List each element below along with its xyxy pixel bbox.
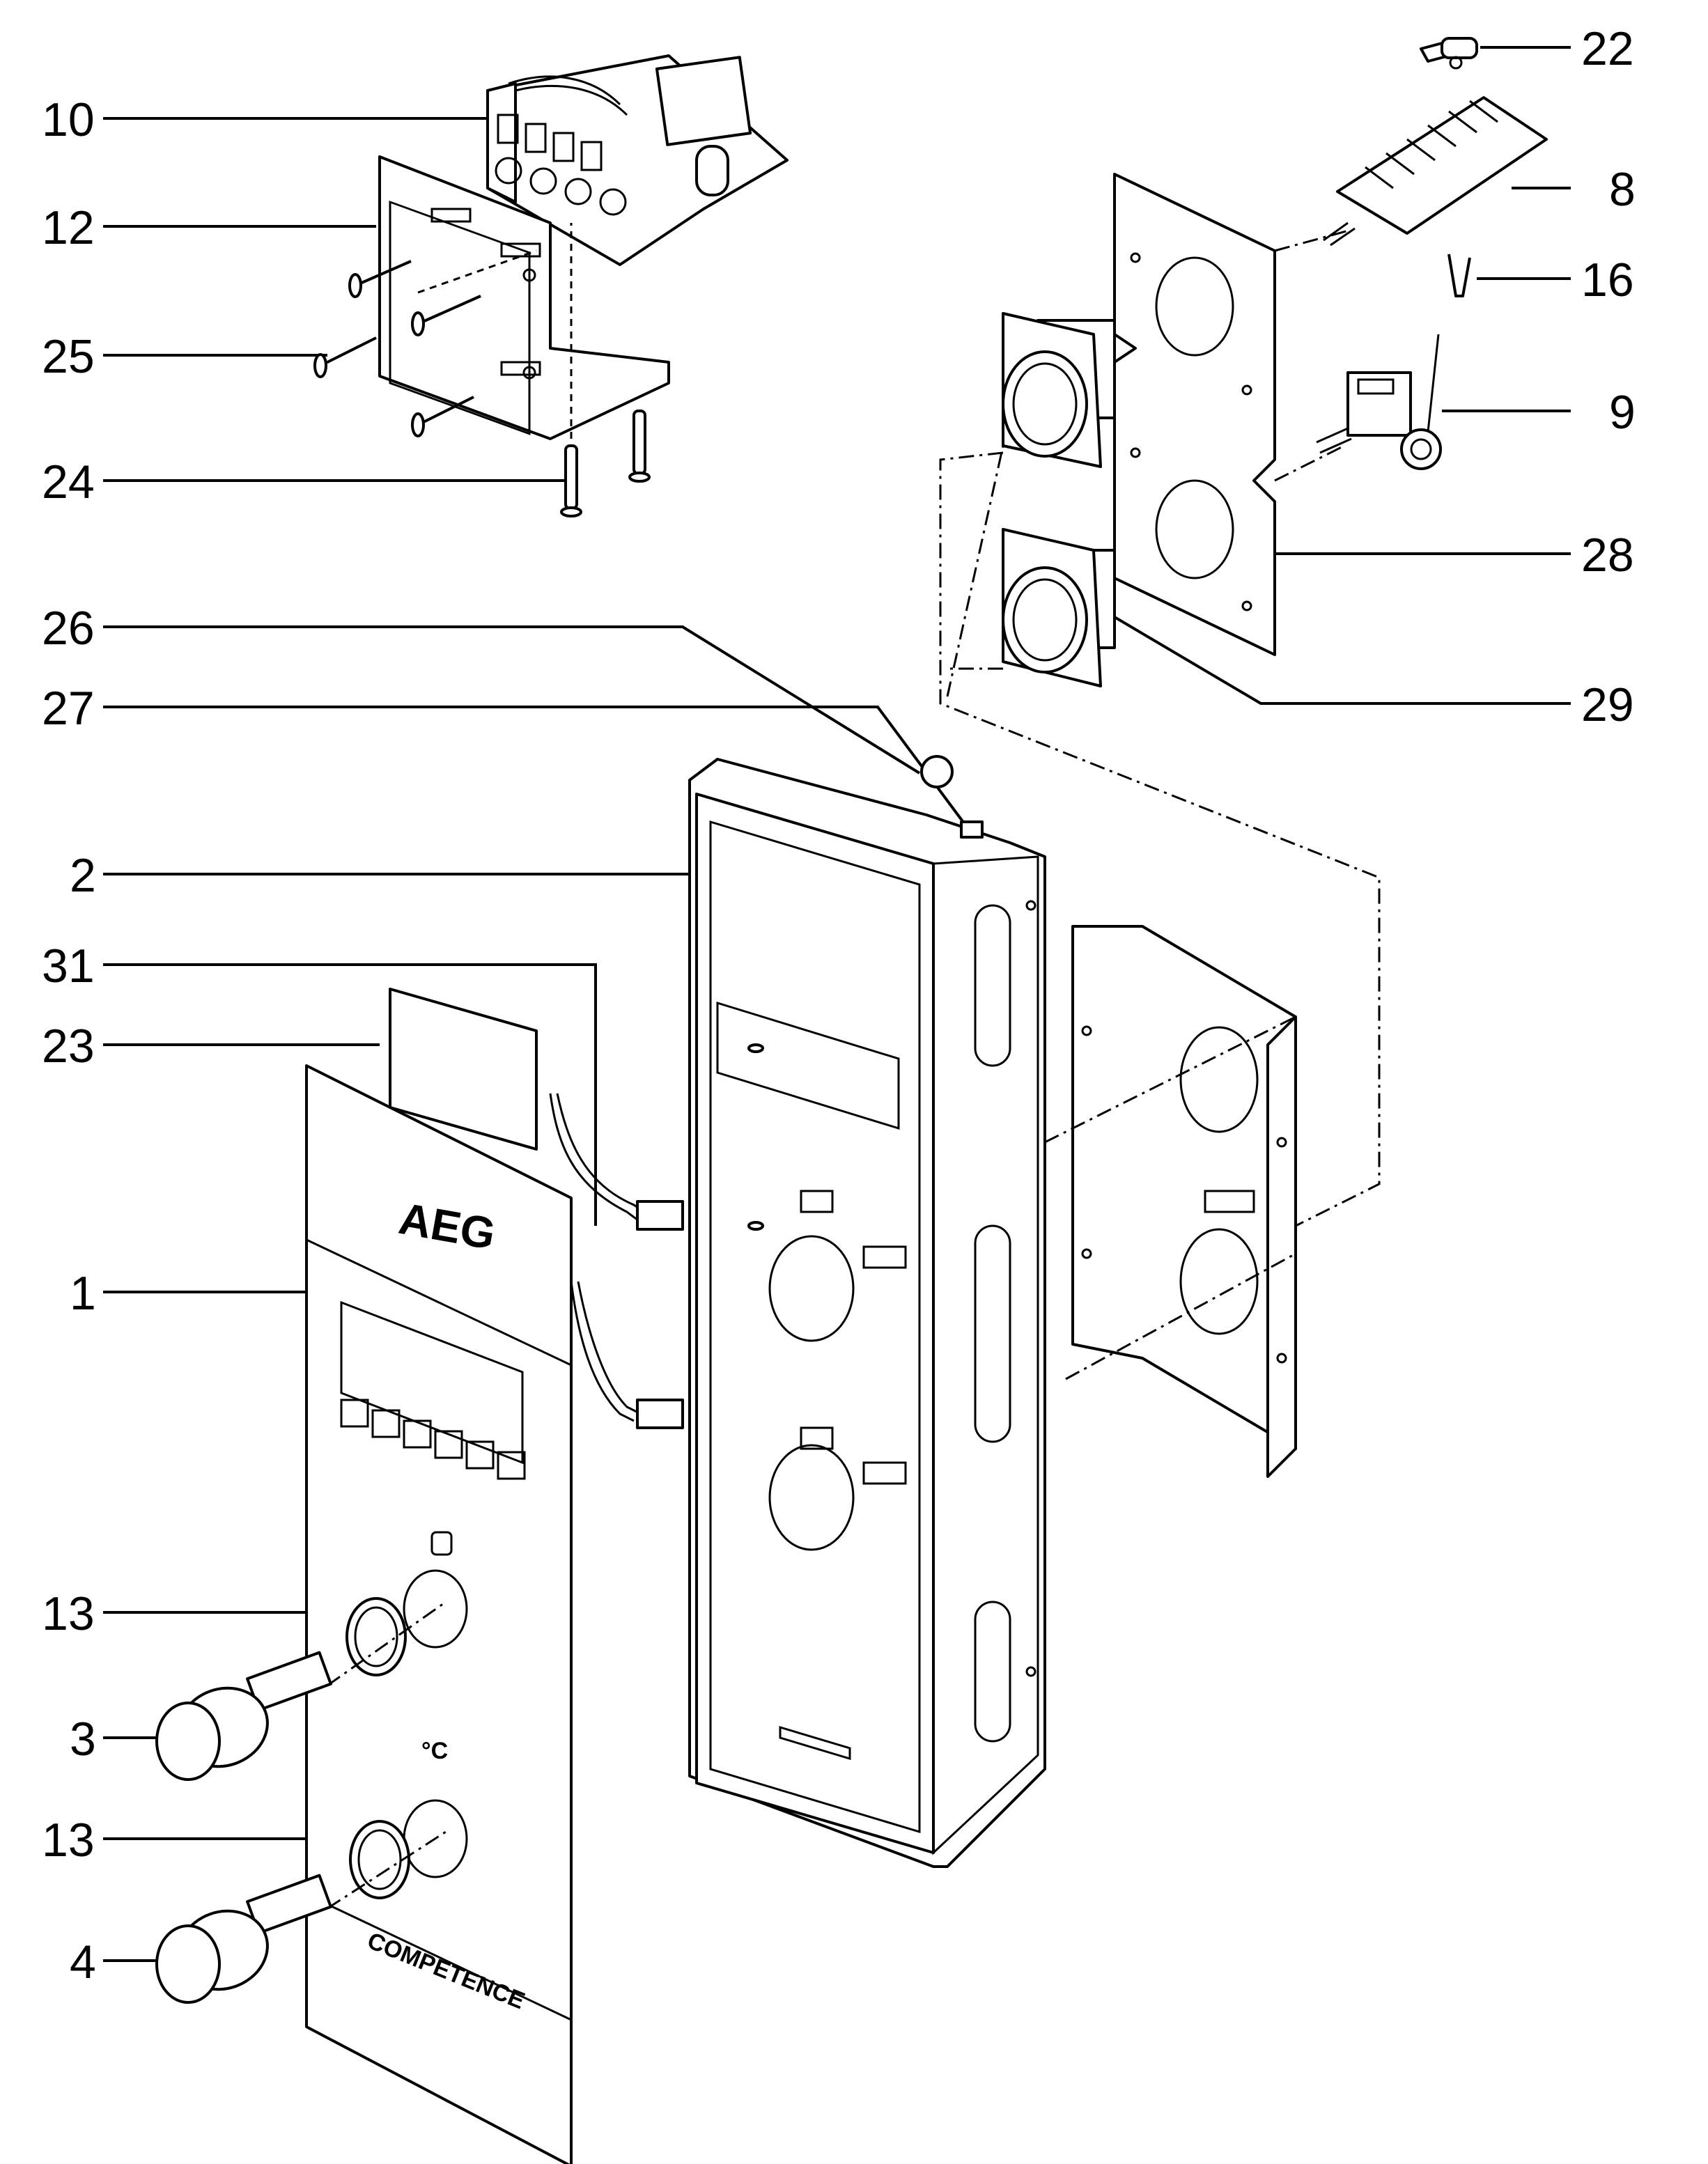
callout-labels: 10 12 25 24 26 27 2 31 23 1 13 3 13 4 22… <box>42 22 1636 1988</box>
callout-16: 16 <box>1581 254 1634 306</box>
callout-26: 26 <box>42 602 95 655</box>
callout-23: 23 <box>42 1020 95 1073</box>
selector-switch <box>1323 96 1548 247</box>
callout-13-upper: 13 <box>42 1587 95 1640</box>
callout-27: 27 <box>42 682 95 735</box>
label-plate <box>389 988 538 1151</box>
side-bracket <box>1071 925 1297 1478</box>
callout-10: 10 <box>42 93 95 146</box>
callout-25: 25 <box>42 330 95 383</box>
screws <box>313 260 481 437</box>
callout-31: 31 <box>42 940 95 993</box>
callout-22: 22 <box>1581 22 1634 75</box>
plus-button[interactable] <box>497 1451 526 1480</box>
small-clips <box>1420 37 1478 297</box>
bearing-sleeves <box>1002 312 1116 687</box>
mounting-plate <box>1113 173 1276 656</box>
minus-button[interactable] <box>465 1440 495 1470</box>
bell-button[interactable] <box>403 1419 432 1449</box>
callout-24: 24 <box>42 456 95 508</box>
button-4[interactable] <box>434 1430 463 1459</box>
callout-2: 2 <box>70 849 96 902</box>
plugs <box>560 410 651 517</box>
temp-symbol: °C <box>421 1738 448 1764</box>
front-panel: AEG °C COMPETENCE <box>305 1064 573 2164</box>
callout-4: 4 <box>70 1936 96 1988</box>
button-1[interactable] <box>340 1399 369 1428</box>
callout-1: 1 <box>70 1267 96 1320</box>
knob-upper[interactable] <box>155 1651 332 1781</box>
callout-9: 9 <box>1609 386 1636 439</box>
callout-29: 29 <box>1581 678 1634 731</box>
callout-13-lower: 13 <box>42 1814 95 1867</box>
rings <box>346 1597 410 1899</box>
main-frame <box>688 755 1046 1868</box>
knob-lower[interactable] <box>155 1874 332 2004</box>
callout-28: 28 <box>1581 529 1634 582</box>
button-2[interactable] <box>371 1409 401 1438</box>
callout-12: 12 <box>42 201 95 254</box>
callout-8: 8 <box>1609 163 1636 216</box>
control-buttons <box>340 1399 526 1480</box>
construction-lines <box>327 223 1381 1910</box>
mounting-bracket <box>378 155 670 440</box>
callout-3: 3 <box>70 1713 96 1766</box>
wire-harness <box>549 1093 684 1429</box>
thermostat <box>1316 334 1442 470</box>
electronic-board <box>486 54 789 266</box>
